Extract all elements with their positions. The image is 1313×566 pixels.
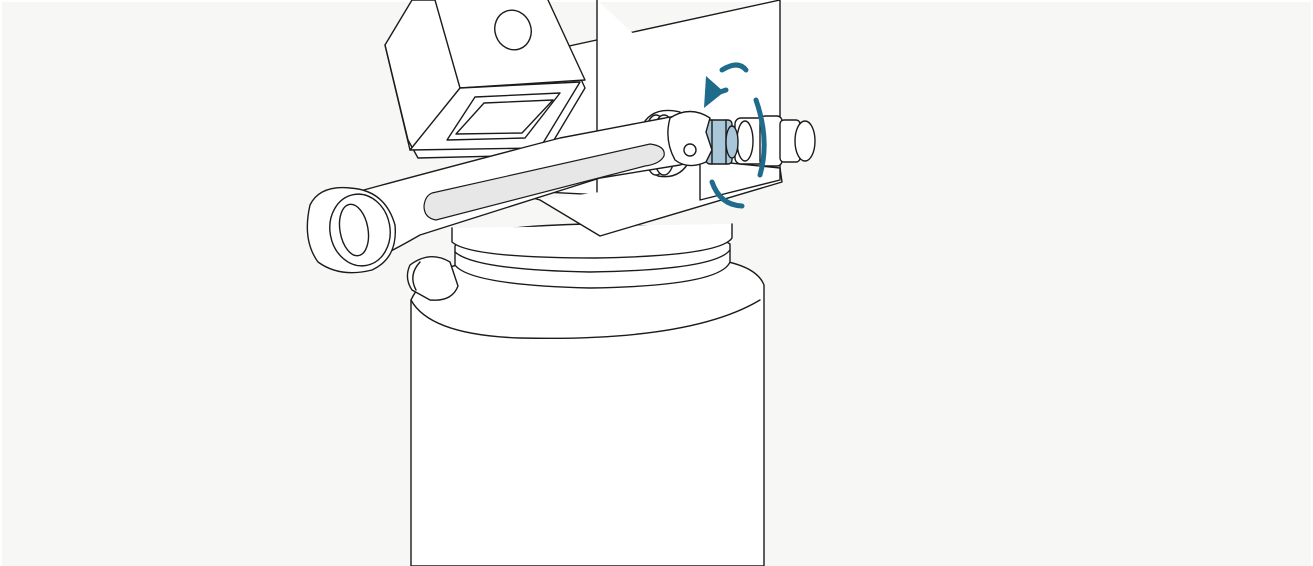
cylinder-body <box>411 224 764 566</box>
valve-head <box>385 0 585 158</box>
highlighted-nut <box>706 120 738 164</box>
